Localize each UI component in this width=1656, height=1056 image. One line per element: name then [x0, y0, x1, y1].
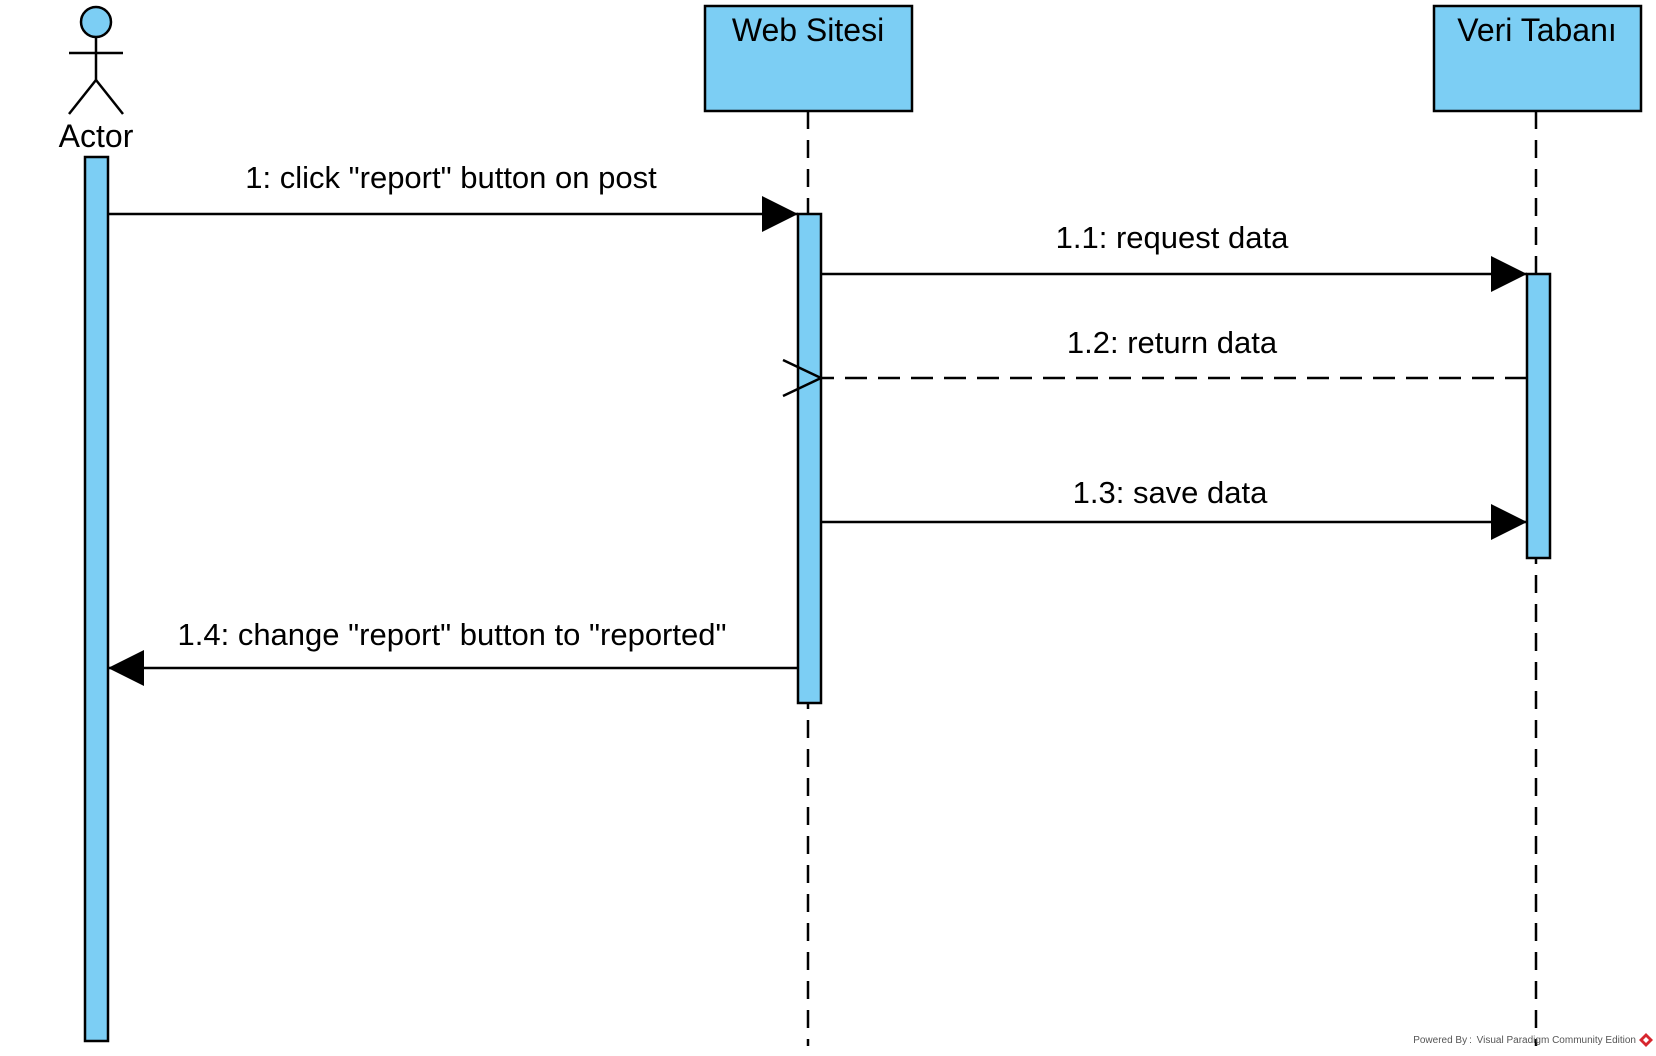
actor-label: Actor [59, 118, 134, 154]
participant-label: Veri Tabanı [1457, 12, 1617, 48]
message-label: 1.4: change "report" button to "reported… [178, 617, 727, 652]
activation-bar-veri-tabani [1525, 272, 1552, 560]
message-1-3[interactable]: 1.3: save data [821, 475, 1527, 540]
actor-right-leg [95, 79, 124, 115]
activation-bar-actor [83, 155, 110, 1043]
participant-web-sitesi[interactable]: Web Sitesi [703, 4, 914, 113]
actor[interactable]: Actor [59, 5, 134, 154]
message-label: 1.1: request data [1056, 220, 1289, 255]
participant-box [1432, 4, 1643, 113]
actor-left-leg [68, 79, 97, 115]
message-label: 1: click "report" button on post [245, 160, 657, 195]
participant-veri-tabani[interactable]: Veri Tabanı [1432, 4, 1643, 113]
message-label: 1.3: save data [1073, 475, 1269, 510]
message-label: 1.2: return data [1067, 325, 1278, 360]
participant-box [703, 4, 914, 113]
actor-head [79, 5, 113, 39]
activation-bar-web-sitesi [796, 212, 823, 705]
message-1[interactable]: 1: click "report" button on post [108, 160, 798, 232]
message-1-1[interactable]: 1.1: request data [821, 220, 1527, 292]
participant-label: Web Sitesi [732, 12, 884, 48]
message-1-2[interactable]: 1.2: return data [821, 325, 1527, 378]
footer-credit: Powered By : Visual Paradigm Community E… [1413, 1035, 1636, 1046]
visual-paradigm-logo-icon [1639, 1033, 1653, 1047]
message-1-4[interactable]: 1.4: change "report" button to "reported… [108, 617, 798, 686]
